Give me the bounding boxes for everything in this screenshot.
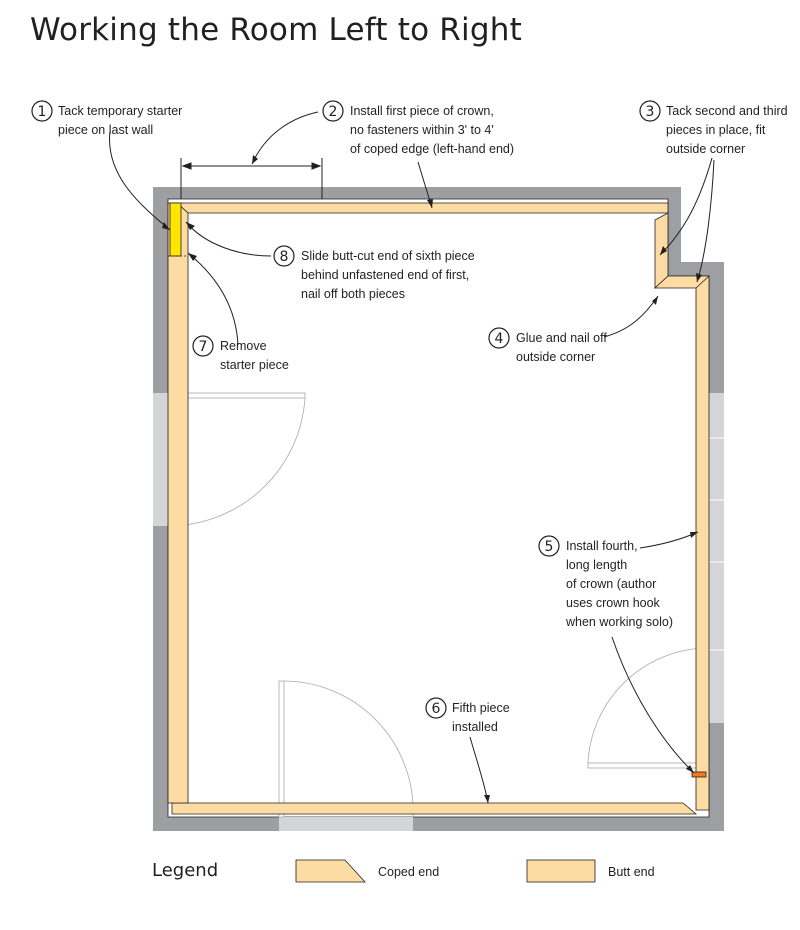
doors: [167, 392, 710, 818]
step-2-number: 2: [329, 104, 338, 120]
step-8-text: Slide butt-cut end of sixth piece behind…: [301, 249, 478, 301]
step-5-number: 5: [545, 539, 554, 555]
leaders: [109, 111, 715, 804]
piece-6-left: [167, 202, 189, 804]
step-3: 3 Tack second and third pieces in place,…: [639, 100, 791, 156]
dimension-line: [180, 158, 323, 199]
bottom-door: [278, 680, 414, 818]
step-6-text: Fifth piece installed: [452, 701, 513, 734]
leader-3b: [696, 159, 715, 283]
coped-end-swatch: [295, 859, 366, 883]
piece-1-top: [175, 202, 669, 214]
leader-3a: [659, 157, 713, 256]
crown-hook-marker: [691, 771, 707, 778]
coped-end-label: Coped end: [378, 865, 439, 879]
step-2: 2 Install first piece of crown, no faste…: [322, 100, 514, 156]
step-1-text: Tack temporary starter piece on last wal…: [58, 104, 186, 137]
leader-1: [109, 130, 171, 231]
step-4-text: Glue and nail off outside corner: [516, 331, 610, 364]
page-title: Working the Room Left to Right: [30, 12, 522, 48]
piece-4-right: [695, 275, 710, 811]
step-4: 4 Glue and nail off outside corner: [488, 327, 610, 364]
butt-end-label: Butt end: [608, 865, 655, 879]
step-5: 5 Install fourth, long length of crown (…: [538, 535, 673, 629]
legend-title: Legend: [152, 860, 218, 881]
step-3-number: 3: [646, 104, 655, 120]
step-6: 6 Fifth piece installed: [425, 697, 513, 734]
step-8: 8 Slide butt-cut end of sixth piece behi…: [273, 245, 478, 301]
leader-7: [187, 252, 239, 346]
step-6-number: 6: [432, 701, 441, 717]
step-7-number: 7: [199, 339, 208, 355]
crown-pieces: [167, 202, 710, 815]
step-1: 1 Tack temporary starter piece on last w…: [31, 100, 186, 137]
step-3-text: Tack second and third pieces in place, f…: [666, 104, 791, 156]
step-7: 7 Remove starter piece: [192, 335, 289, 372]
left-door-opening: [153, 393, 168, 526]
step-5-text: Install fourth, long length of crown (au…: [565, 539, 673, 629]
step-4-number: 4: [495, 331, 504, 347]
step-8-number: 8: [280, 249, 289, 265]
step-1-number: 1: [38, 104, 47, 120]
step-callouts: 1 Tack temporary starter piece on last w…: [31, 100, 791, 734]
step-2-text: Install first piece of crown, no fastene…: [350, 104, 514, 156]
starter-piece: [169, 202, 182, 257]
right-window: [709, 393, 724, 723]
butt-end-swatch: [526, 859, 596, 883]
legend: Legend Coped end Butt end: [152, 859, 655, 883]
leader-8: [185, 221, 272, 257]
bottom-door-opening: [279, 817, 413, 831]
step-7-text: Remove starter piece: [220, 339, 289, 372]
interior-floor: [167, 198, 710, 818]
room-walls: [153, 187, 724, 831]
leader-2a: [251, 111, 319, 165]
leader-5b: [611, 636, 695, 774]
piece-5-bottom: [171, 802, 698, 815]
